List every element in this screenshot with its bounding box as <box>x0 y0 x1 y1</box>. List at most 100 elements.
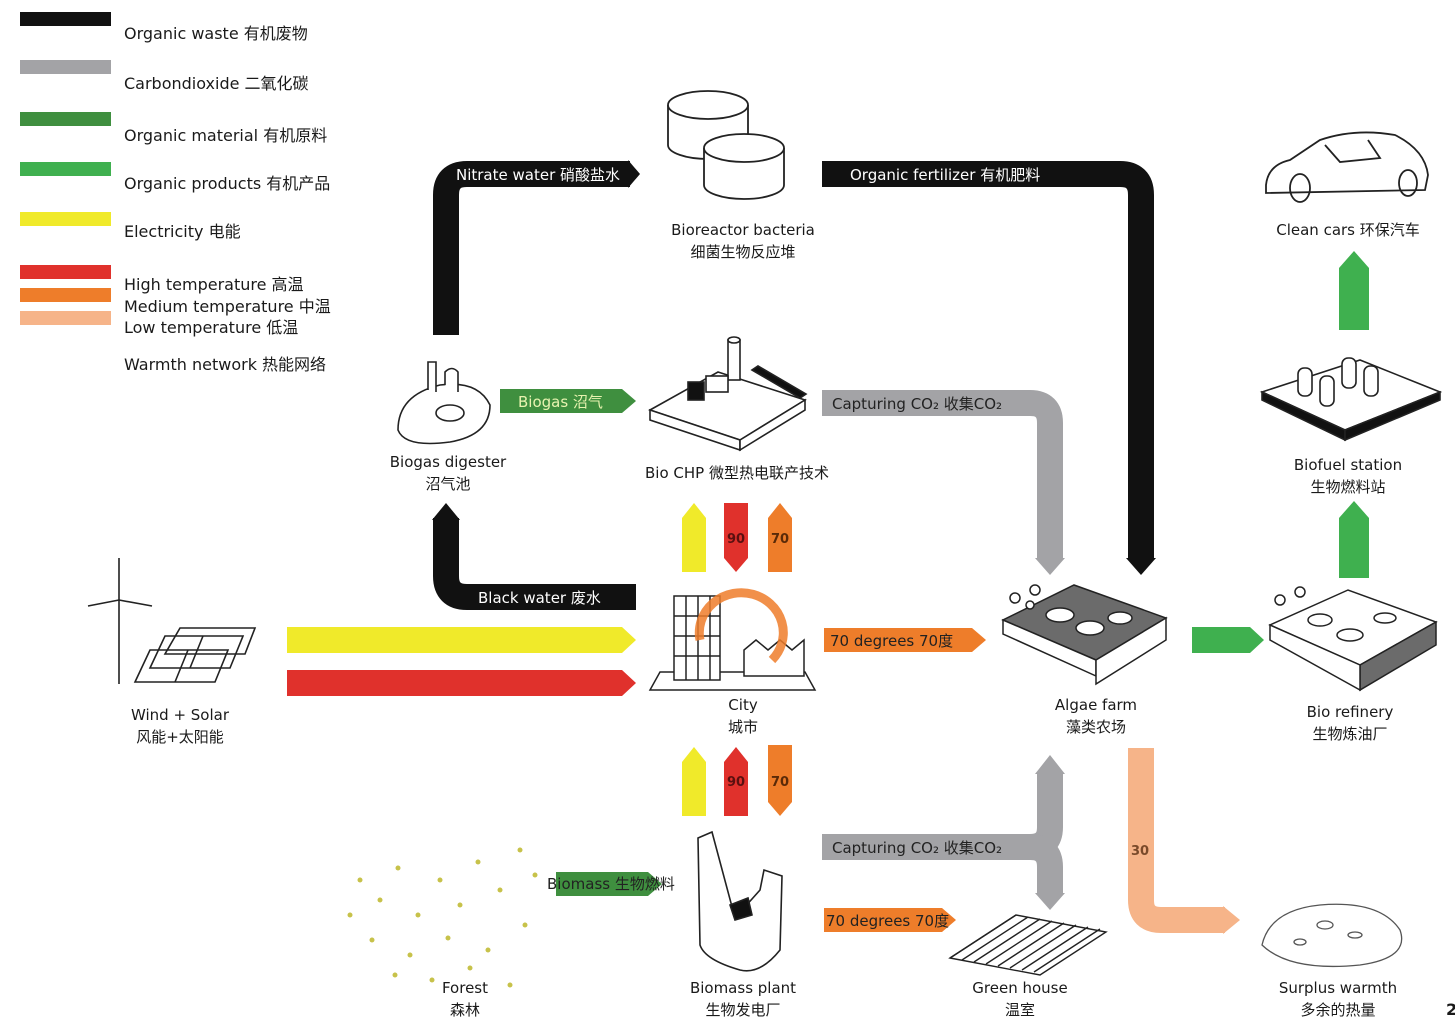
biomass-plant-icon <box>697 830 783 972</box>
low-temperature-flow <box>1128 748 1225 933</box>
greenhouse-icon <box>948 914 1108 976</box>
forest-en: Forest <box>441 979 489 997</box>
heat-70-top-label: 70 <box>771 532 789 547</box>
biogas-label: Biogas 沼气 <box>518 393 603 411</box>
node-label-wind-solar: Wind + Solar 风能+太阳能 <box>110 704 250 748</box>
legend-swatch-carbon-dioxide <box>20 60 111 74</box>
black-water-arrowhead <box>432 503 460 520</box>
seventy-degrees-green-flow <box>824 908 956 932</box>
digester-icon <box>397 361 491 445</box>
biofuel-station-en: Biofuel station <box>1293 456 1403 474</box>
pond-icon <box>1261 903 1403 968</box>
chp-plant-icon <box>648 336 808 452</box>
bioreactor-tanks-icon <box>667 90 785 200</box>
refinery-to-station-flow <box>1339 501 1369 578</box>
legend-label-warmth-network: Warmth network 热能网络 <box>124 355 327 374</box>
node-label-biofuel-station: Biofuel station 生物燃料站 <box>1278 454 1418 498</box>
electricity-up-bottom <box>682 747 706 816</box>
heat-90-bottom-label: 90 <box>727 775 745 790</box>
node-label-green-house: Green house 温室 <box>960 977 1080 1019</box>
co2-bottom-down-arrowhead <box>1035 893 1065 910</box>
organic-fertilizer-label: Organic fertilizer 有机肥料 <box>850 166 1040 184</box>
black-water-flow <box>433 518 636 610</box>
node-label-biogas-digester: Biogas digester 沼气池 <box>378 451 518 495</box>
biomass-flow <box>556 872 662 896</box>
legend-swatch-medium-temperature <box>20 288 111 302</box>
car-icon <box>1265 131 1429 203</box>
city-zh: 城市 <box>727 718 758 736</box>
node-label-surplus-warmth: Surplus warmth 多余的热量 <box>1268 977 1408 1019</box>
node-label-algae-farm: Algae farm 藻类农场 <box>1036 694 1156 738</box>
wind-solar-zh: 风能+太阳能 <box>136 728 224 746</box>
high-temperature-flow <box>287 670 636 696</box>
organic-fertilizer-flow <box>822 161 1154 560</box>
biogas-digester-en: Biogas digester <box>389 453 507 471</box>
wind-solar-en: Wind + Solar <box>130 706 230 724</box>
city-icon <box>648 588 817 691</box>
co2-top-flow <box>822 390 1063 560</box>
bio-refinery-zh: 生物炼油厂 <box>1312 725 1388 743</box>
refinery-icon <box>1268 586 1438 692</box>
biomass-plant-zh: 生物发电厂 <box>705 1001 781 1019</box>
algae-to-refinery-flow <box>1192 627 1264 653</box>
high-temp-down-top <box>724 503 748 572</box>
legend-swatch-high-temperature <box>20 265 111 279</box>
node-label-clean-cars: Clean cars 环保汽车 <box>1258 219 1438 241</box>
green-house-en: Green house <box>972 979 1068 997</box>
medium-temp-down-bottom <box>768 745 792 816</box>
biofuel-station-zh: 生物燃料站 <box>1310 478 1386 496</box>
nitrate-water-label: Nitrate water 硝酸盐水 <box>456 166 620 184</box>
bio-chp-en: Bio CHP 微型热电联产技术 <box>645 464 829 482</box>
algae-farm-zh: 藻类农场 <box>1065 718 1126 736</box>
seventy-degrees-green-label: 70 degrees 70度 <box>826 912 949 930</box>
node-label-city: City 城市 <box>703 694 783 738</box>
legend-label-low-temperature: Low temperature 低温 <box>124 318 299 337</box>
low-temperature-arrowhead <box>1223 906 1240 934</box>
seventy-degrees-city-flow <box>824 628 986 652</box>
capturing-co2-bottom-label: Capturing CO₂ 收集CO₂ <box>832 839 1002 857</box>
biogas-digester-zh: 沼气池 <box>425 475 471 493</box>
medium-temp-up-top <box>768 503 792 572</box>
high-temp-up-bottom <box>724 747 748 816</box>
node-label-bio-chp: Bio CHP 微型热电联产技术 <box>627 462 847 484</box>
seventy-degrees-city-label: 70 degrees 70度 <box>830 632 953 650</box>
algae-farm-en: Algae farm <box>1054 696 1138 714</box>
legend-label-organic-material: Organic material 有机原料 <box>124 126 328 145</box>
co2-bottom-down-branch <box>1029 834 1063 895</box>
node-label-biomass-plant: Biomass plant 生物发电厂 <box>683 977 803 1019</box>
nitrate-water-flow <box>433 161 630 335</box>
biofuel-station-icon <box>1259 357 1443 442</box>
heat-90-top-label: 90 <box>727 532 745 547</box>
legend-swatch-organic-material <box>20 112 111 126</box>
legend-label-medium-temperature: Medium temperature 中温 <box>124 297 331 316</box>
forest-icon <box>347 847 538 988</box>
wind-solar-icon <box>87 558 257 684</box>
forest-zh: 森林 <box>449 1001 480 1019</box>
biomass-label: Biomass 生物燃料 <box>547 875 675 893</box>
biomass-plant-en: Biomass plant <box>689 979 797 997</box>
surplus-warmth-zh: 多余的热量 <box>1300 1001 1376 1019</box>
green-house-zh: 温室 <box>1004 1001 1035 1019</box>
heat-30-label: 30 <box>1131 844 1149 859</box>
legend-swatch-organic-products <box>20 162 111 176</box>
page-number: 2 <box>1446 1000 1455 1019</box>
legend-label-carbon-dioxide: Carbondioxide 二氧化碳 <box>124 74 309 93</box>
city-en: City <box>728 696 758 714</box>
node-label-forest: Forest 森林 <box>425 977 505 1019</box>
bioreactor-en: Bioreactor bacteria <box>671 221 815 239</box>
legend-swatch-low-temperature <box>20 311 111 325</box>
legend-swatch-organic-waste <box>20 12 111 26</box>
station-to-cars-flow <box>1339 251 1369 330</box>
legend-label-electricity: Electricity 电能 <box>124 222 241 241</box>
co2-bottom-flow <box>822 772 1063 860</box>
electricity-up-top <box>682 503 706 572</box>
co2-bottom-up-arrowhead <box>1035 755 1065 774</box>
biogas-flow <box>500 389 636 413</box>
node-label-bio-refinery: Bio refinery 生物炼油厂 <box>1290 701 1410 745</box>
node-label-bioreactor: Bioreactor bacteria 细菌生物反应堆 <box>663 219 823 263</box>
bio-refinery-en: Bio refinery <box>1306 703 1394 721</box>
capturing-co2-top-label: Capturing CO₂ 收集CO₂ <box>832 395 1002 413</box>
surplus-warmth-en: Surplus warmth <box>1278 979 1398 997</box>
